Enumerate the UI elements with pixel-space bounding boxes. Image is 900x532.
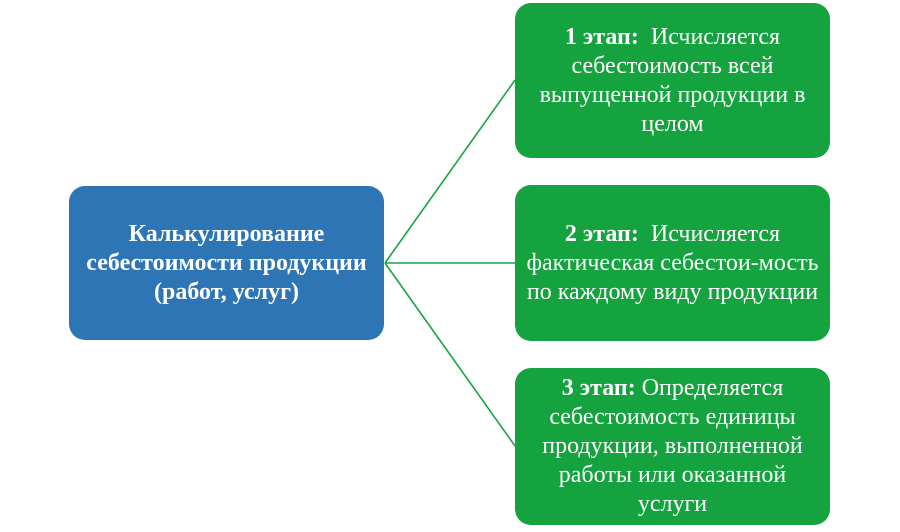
root-node-text: Калькулирование себестоимости продукции … (86, 220, 367, 305)
stage-3-text: Определяется себестоимость единицы проду… (542, 375, 803, 517)
root-node: Калькулирование себестоимости продукции … (69, 186, 384, 340)
stage-2-content: 2 этап: Исчисляется фактическая себестои… (525, 220, 820, 307)
stage-2-label: 2 этап: (564, 220, 639, 247)
stage-1-content: 1 этап: Исчисляется себестоимость всей в… (525, 23, 820, 139)
connector-stage-1 (384, 79, 516, 264)
connector-stage-3 (384, 262, 516, 447)
stage-2-text: Исчисляется фактическая себестои-мость п… (526, 220, 819, 305)
stage-1-text: Исчисляется себестоимость всей выпущенно… (539, 23, 806, 137)
stage-2-node: 2 этап: Исчисляется фактическая себестои… (515, 185, 830, 341)
stage-3-node: 3 этап: Определяется себестоимость едини… (515, 368, 830, 525)
stage-3-label: 3 этап: (561, 375, 636, 401)
stage-1-node: 1 этап: Исчисляется себестоимость всей в… (515, 3, 830, 158)
stage-1-label: 1 этап: (564, 23, 639, 50)
stage-3-content: 3 этап: Определяется себестоимость едини… (525, 374, 820, 519)
